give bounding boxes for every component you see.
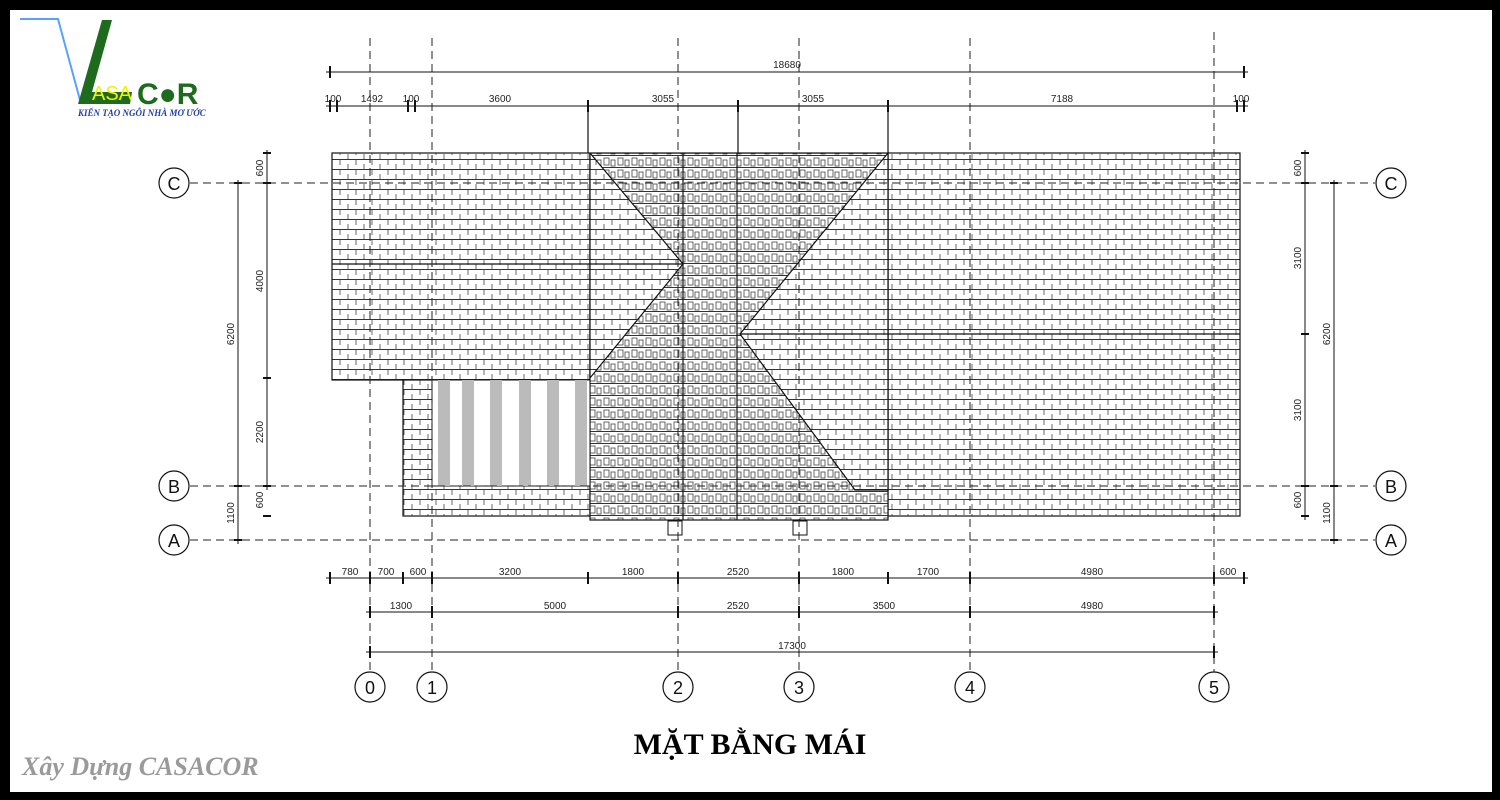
dim: 6200	[1322, 322, 1333, 345]
axis-c-left: C	[168, 174, 181, 194]
dimension-lines	[237, 71, 1335, 653]
dim: 3200	[499, 567, 522, 578]
dim: 4000	[255, 269, 266, 292]
dim: 2200	[255, 420, 266, 443]
dim: 5000	[544, 601, 567, 612]
dim: 1800	[832, 567, 855, 578]
dim: 2520	[727, 567, 750, 578]
axis-bubbles	[158, 167, 1407, 703]
axis-3: 3	[794, 678, 804, 698]
axis-a-left: A	[168, 531, 180, 551]
dim: 600	[255, 491, 266, 508]
dim: 4980	[1081, 601, 1104, 612]
axis-2: 2	[673, 678, 683, 698]
dim: 600	[255, 159, 266, 176]
axis-0: 0	[365, 678, 375, 698]
drawing-title: MẶT BẰNG MÁI	[633, 728, 867, 761]
axis-1: 1	[427, 678, 437, 698]
logo-cor: C●R	[137, 78, 199, 111]
column	[667, 520, 683, 536]
dim: 100	[325, 94, 342, 105]
axis-c-right: C	[1385, 174, 1398, 194]
axis-5: 5	[1209, 678, 1219, 698]
axis-a-right: A	[1385, 531, 1397, 551]
dim: 1492	[361, 94, 384, 105]
axis-4: 4	[965, 678, 975, 698]
dim: 1300	[390, 601, 413, 612]
axis-b-right: B	[1385, 477, 1397, 497]
dim: 100	[403, 94, 420, 105]
dim-bottom-overall: 17300	[778, 641, 806, 652]
column	[792, 520, 808, 536]
watermark: Xây Dựng CASACOR	[22, 752, 259, 781]
logo-asa: ASA	[92, 83, 133, 105]
dim: 2520	[727, 601, 750, 612]
dim: 600	[1293, 159, 1304, 176]
dimension-ticks	[234, 66, 1338, 658]
dim: 3100	[1293, 246, 1304, 269]
dim: 600	[1293, 491, 1304, 508]
dim: 3055	[652, 94, 675, 105]
dim: 700	[378, 567, 395, 578]
dim: 780	[342, 567, 359, 578]
dim: 7188	[1051, 94, 1074, 105]
dim: 1800	[622, 567, 645, 578]
dim: 600	[1220, 567, 1237, 578]
dim: 3600	[489, 94, 512, 105]
axis-labels: 0 1 2 3 4 5 C B A C B A	[168, 174, 1398, 698]
dim: 3500	[873, 601, 896, 612]
dim: 600	[410, 567, 427, 578]
dim: 6200	[226, 322, 237, 345]
dim: 4980	[1081, 567, 1104, 578]
dim: 1100	[226, 502, 237, 524]
dim: 1100	[1322, 502, 1333, 524]
skylight	[431, 379, 591, 487]
dim: 100	[1233, 94, 1250, 105]
roof-surfaces	[331, 105, 1241, 521]
grid-lines	[190, 32, 1375, 672]
logo-tagline: KIẾN TẠO NGÔI NHÀ MƠ ƯỚC	[78, 108, 206, 118]
dim: 3100	[1293, 398, 1304, 421]
dim-top-overall: 18680	[773, 60, 801, 71]
axis-b-left: B	[168, 477, 180, 497]
dim: 3055	[802, 94, 825, 105]
dimension-texts: 18680 100 1492 100 3600 3055 3055 7188 1…	[226, 60, 1333, 652]
dim: 1700	[917, 567, 940, 578]
casacor-logo: ASA C●R	[20, 18, 199, 111]
